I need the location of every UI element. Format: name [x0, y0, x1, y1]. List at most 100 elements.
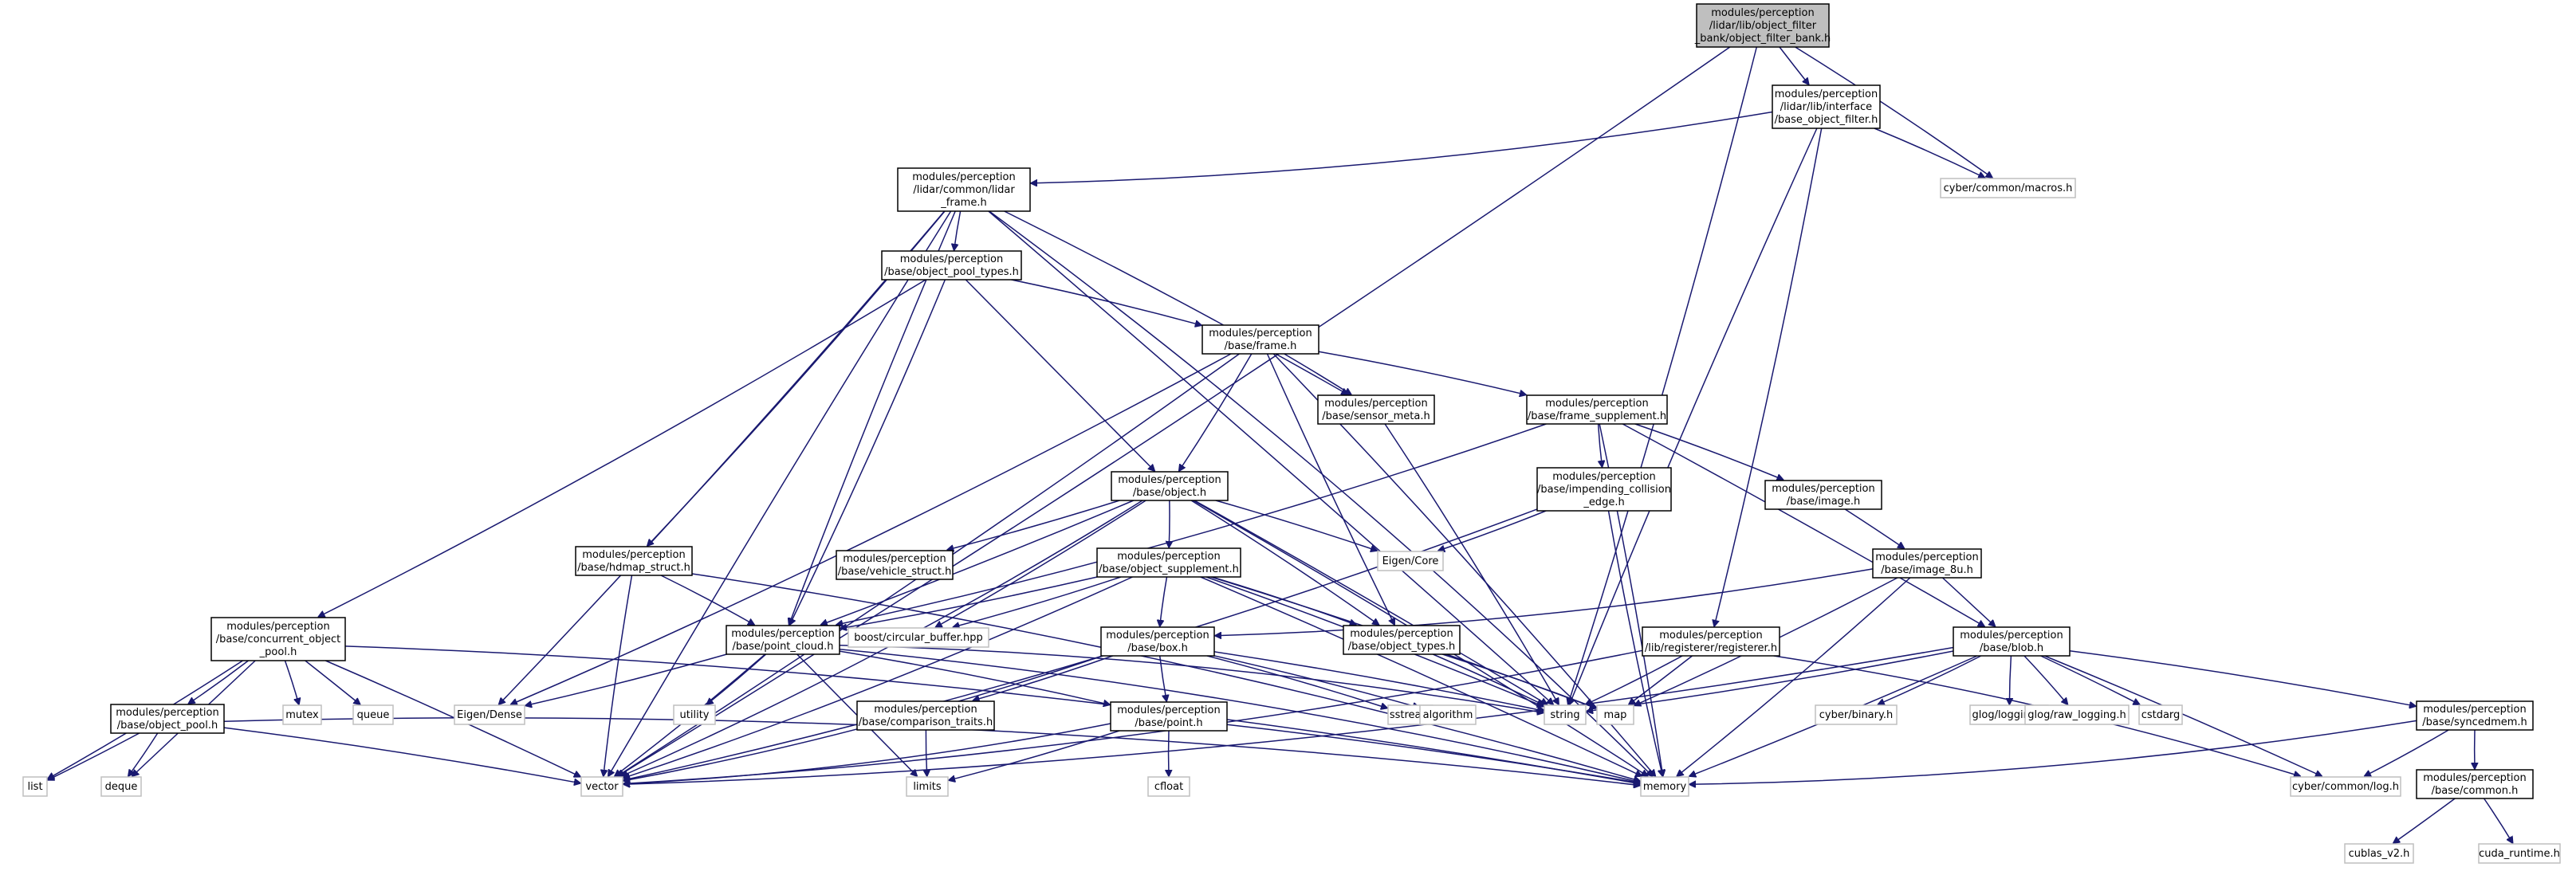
node-label-line: algorithm [1423, 709, 1473, 721]
edge-registerer-to-map [1629, 655, 1693, 704]
node-box [1536, 467, 1672, 512]
node-objpooltypes[interactable]: modules/perception/base/object_pool_type… [881, 250, 1022, 281]
nodes-layer: modules/perception/lidar/lib/object_filt… [22, 3, 2561, 864]
edge-pointcloud-to-string [839, 645, 1544, 713]
node-label-line: limits [913, 781, 942, 793]
node-label-line: modules/perception [731, 628, 834, 640]
node-label-line: /base/blob.h [1980, 642, 2043, 654]
edge-image8u-to-memory [1677, 577, 1911, 776]
node-label-line: /base/concurrent_object [216, 634, 341, 645]
edge-objsupp-to-box [1160, 576, 1168, 626]
edge-image8u-to-box [1215, 568, 1874, 636]
node-frame[interactable]: modules/perception/base/frame.h [1201, 324, 1319, 355]
edge-concpool-to-mutex [284, 660, 299, 704]
node-bof[interactable]: modules/perception/lidar/lib/interface/b… [1772, 84, 1881, 129]
node-label-line: modules/perception [1711, 7, 1814, 19]
node-box [1100, 626, 1215, 657]
edge-lidarframe-to-vector [608, 210, 952, 776]
node-objpool[interactable]: modules/perception/base/object_pool.h [110, 704, 225, 734]
edge-bof-to-macros [1874, 128, 1985, 178]
node-box [1343, 625, 1461, 655]
edge-blob-to-cyberbinary [1878, 655, 1982, 704]
edge-hdmap-to-vector [604, 575, 633, 776]
node-root: modules/perception/lidar/lib/object_filt… [1694, 3, 1831, 48]
edge-pointcloud-to-memory [839, 649, 1640, 783]
node-box [2138, 704, 2183, 725]
node-box [210, 617, 346, 661]
node-box [906, 776, 949, 797]
node-box[interactable]: modules/perception/base/box.h [1100, 626, 1215, 657]
node-framesupp[interactable]: modules/perception/base/frame_supplement… [1526, 394, 1668, 425]
node-queue: queue [352, 704, 394, 725]
node-macros: cyber/common/macros.h [1940, 178, 2076, 198]
edge-image8u-to-blob [1941, 577, 1996, 626]
node-rawlog: glog/raw_logging.h [2024, 704, 2130, 725]
node-concpool[interactable]: modules/perception/base/concurrent_objec… [210, 617, 346, 661]
node-box [2344, 843, 2414, 864]
node-syncedmem[interactable]: modules/perception/base/syncedmem.h [2416, 700, 2534, 731]
edge-box-to-string [1213, 651, 1544, 711]
node-label-line: /base/box.h [1127, 642, 1188, 654]
edge-box-to-comptraits [973, 655, 1113, 700]
edge-registerer-to-string [1586, 655, 1683, 704]
node-sensormeta[interactable]: modules/perception/base/sensor_meta.h [1317, 394, 1435, 425]
node-impcoll[interactable]: modules/perception/base/impending_collis… [1536, 467, 1672, 512]
node-label-line: mutex [285, 709, 319, 721]
node-box [836, 550, 954, 580]
node-image8u[interactable]: modules/perception/base/image_8u.h [1872, 548, 1982, 579]
node-objtypes[interactable]: modules/perception/base/object_types.h [1343, 625, 1461, 655]
node-pointcloud[interactable]: modules/perception/base/point_cloud.h [726, 625, 840, 655]
node-box [1940, 178, 2076, 198]
node-box [1147, 776, 1190, 797]
node-mutex: mutex [282, 704, 322, 725]
node-boostcb: boost/circular_buffer.hpp [848, 627, 989, 648]
node-lidarframe[interactable]: modules/perception/lidar/common/lidar_fr… [897, 167, 1031, 212]
node-cyberbinary: cyber/binary.h [1815, 704, 1898, 725]
node-box [580, 776, 623, 797]
node-cstdarg: cstdarg [2138, 704, 2183, 725]
node-object[interactable]: modules/perception/base/object.h [1111, 471, 1229, 501]
node-hdmap[interactable]: modules/perception/base/hdmap_struct.h [575, 546, 693, 576]
node-box [1642, 626, 1780, 657]
node-cyberlog: cyber/common/log.h [2290, 776, 2401, 797]
node-label-line: /base/point_cloud.h [733, 641, 834, 653]
edge-image-to-image8u [1844, 508, 1904, 548]
node-vehicle[interactable]: modules/perception/base/vehicle_struct.h [836, 550, 954, 580]
node-point[interactable]: modules/perception/base/point.h [1110, 701, 1228, 732]
edge-bof-to-string [1570, 128, 1818, 704]
node-cfloat: cfloat [1147, 776, 1190, 797]
edge-blob-to-glog [2009, 655, 2011, 704]
node-label-line: boost/circular_buffer.hpp [854, 632, 983, 644]
edge-blob-to-string [1587, 650, 1954, 712]
node-label-line: modules/perception [1775, 88, 1878, 100]
edge-object-to-eigencore [1215, 500, 1377, 551]
node-box [2416, 769, 2534, 799]
edge-impcoll-to-memory [1607, 510, 1663, 776]
node-label-line: /lidar/lib/interface [1780, 101, 1872, 113]
node-box [110, 704, 225, 734]
node-objsupp[interactable]: modules/perception/base/object_supplemen… [1096, 547, 1241, 578]
node-label-line: list [27, 781, 42, 793]
edge-blob-to-cstdarg [2040, 655, 2140, 704]
node-label-line: /base/object_supplement.h [1099, 563, 1239, 575]
node-box [22, 776, 48, 797]
edge-lidarframe-to-sensormeta [1004, 210, 1348, 394]
node-label-line: modules/perception [2423, 772, 2526, 784]
edge-pointcloud-to-utility [706, 653, 767, 704]
node-comptraits[interactable]: modules/perception/base/comparison_trait… [856, 700, 995, 731]
node-memory: memory [1640, 776, 1689, 797]
edge-framesupp-to-impcoll [1597, 423, 1603, 467]
edge-objpool-to-deque [128, 732, 159, 776]
node-common[interactable]: modules/perception/base/common.h [2416, 769, 2534, 799]
node-label-line: /base/object_pool_types.h [884, 266, 1019, 278]
node-label-line: cyber/common/log.h [2292, 781, 2399, 793]
node-image[interactable]: modules/perception/base/image.h [1764, 480, 1882, 510]
edge-objsupp-to-vector [623, 576, 1133, 778]
node-registerer[interactable]: modules/perception/lib/registerer/regist… [1642, 626, 1780, 657]
node-box [454, 704, 525, 725]
edge-objpooltypes-to-pointcloud [790, 279, 946, 625]
node-label-line: /base/syncedmem.h [2422, 716, 2527, 728]
node-blob[interactable]: modules/perception/base/blob.h [1953, 626, 2071, 657]
edge-blob-to-vector [623, 646, 1954, 785]
